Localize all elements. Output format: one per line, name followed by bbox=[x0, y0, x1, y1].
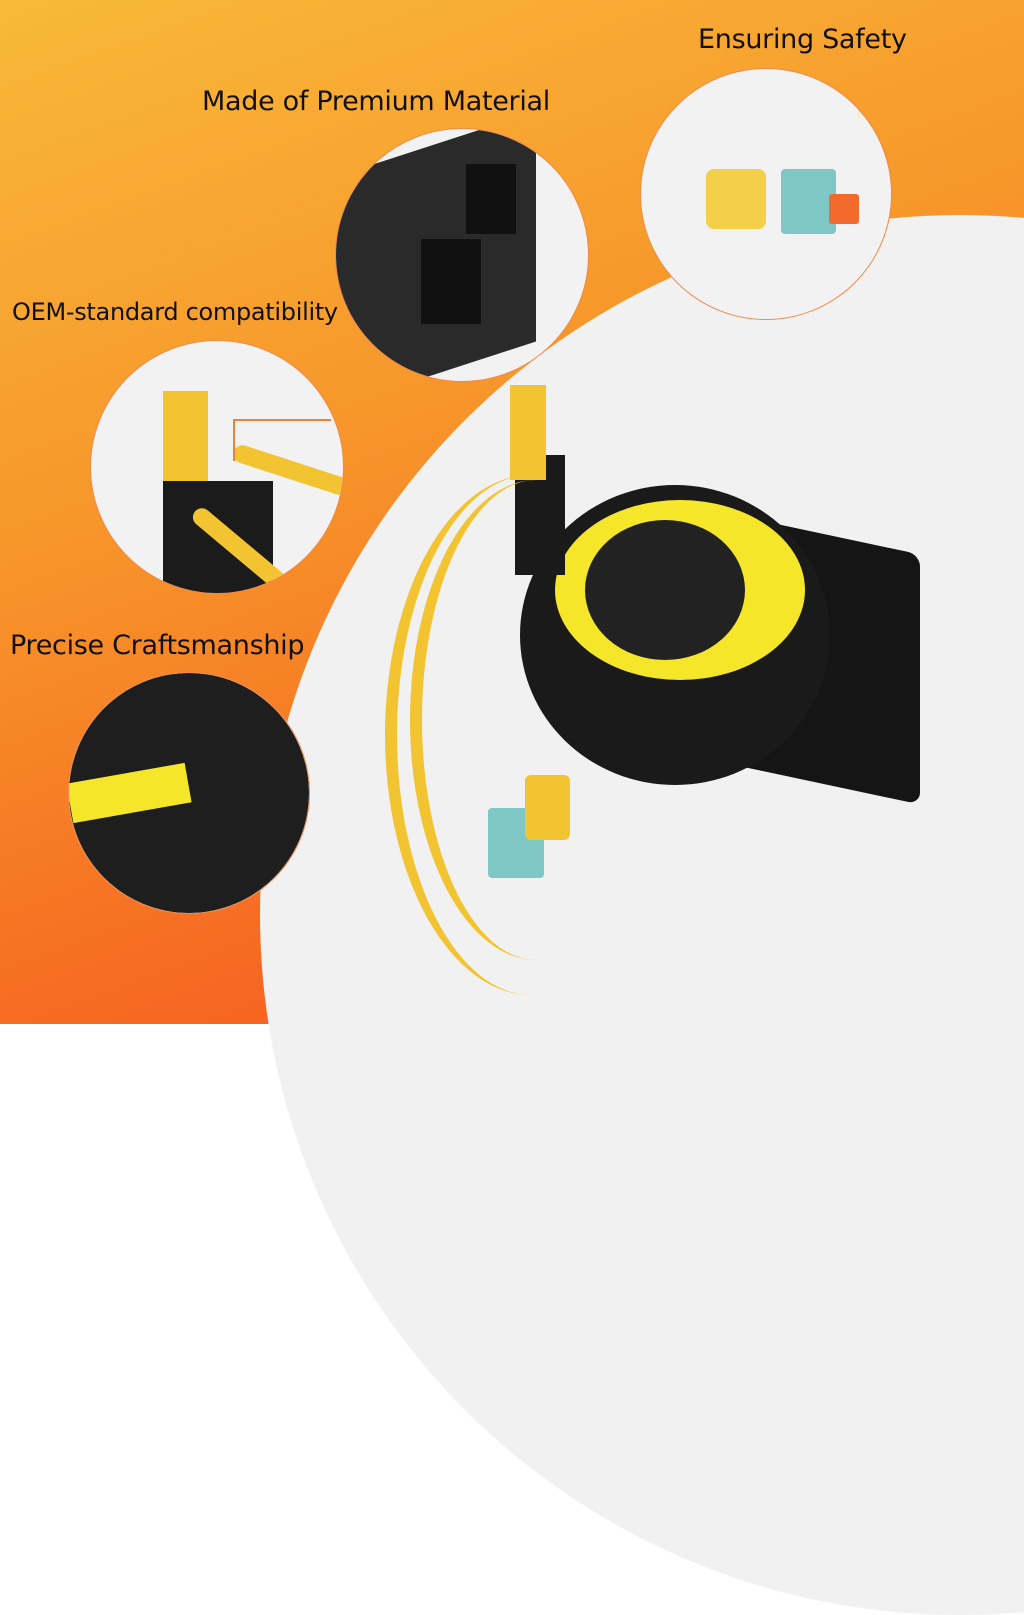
feature-label-craftsmanship: Precise Craftsmanship bbox=[10, 630, 305, 661]
detail-circle-plug-housing bbox=[335, 128, 589, 382]
detail-circle-clock-spring-base bbox=[68, 672, 310, 914]
socket-lower bbox=[421, 239, 481, 324]
yellow-tab bbox=[510, 385, 546, 480]
teal-connector bbox=[781, 169, 836, 234]
feature-label-safety: Ensuring Safety bbox=[698, 24, 907, 55]
yellow-connector bbox=[706, 169, 766, 229]
callout-line bbox=[233, 419, 331, 461]
feature-label-compatibility: OEM-standard compatibility bbox=[12, 298, 338, 326]
orange-lock-clip bbox=[829, 194, 859, 224]
detail-circle-airbag-connectors bbox=[640, 68, 892, 320]
detail-circle-wire-terminal bbox=[90, 340, 344, 594]
socket-upper bbox=[466, 164, 516, 234]
main-product-clock-spring bbox=[380, 380, 940, 995]
yellow-connector bbox=[525, 775, 570, 840]
feature-label-material: Made of Premium Material bbox=[202, 86, 550, 117]
airbag-cable bbox=[410, 480, 662, 960]
